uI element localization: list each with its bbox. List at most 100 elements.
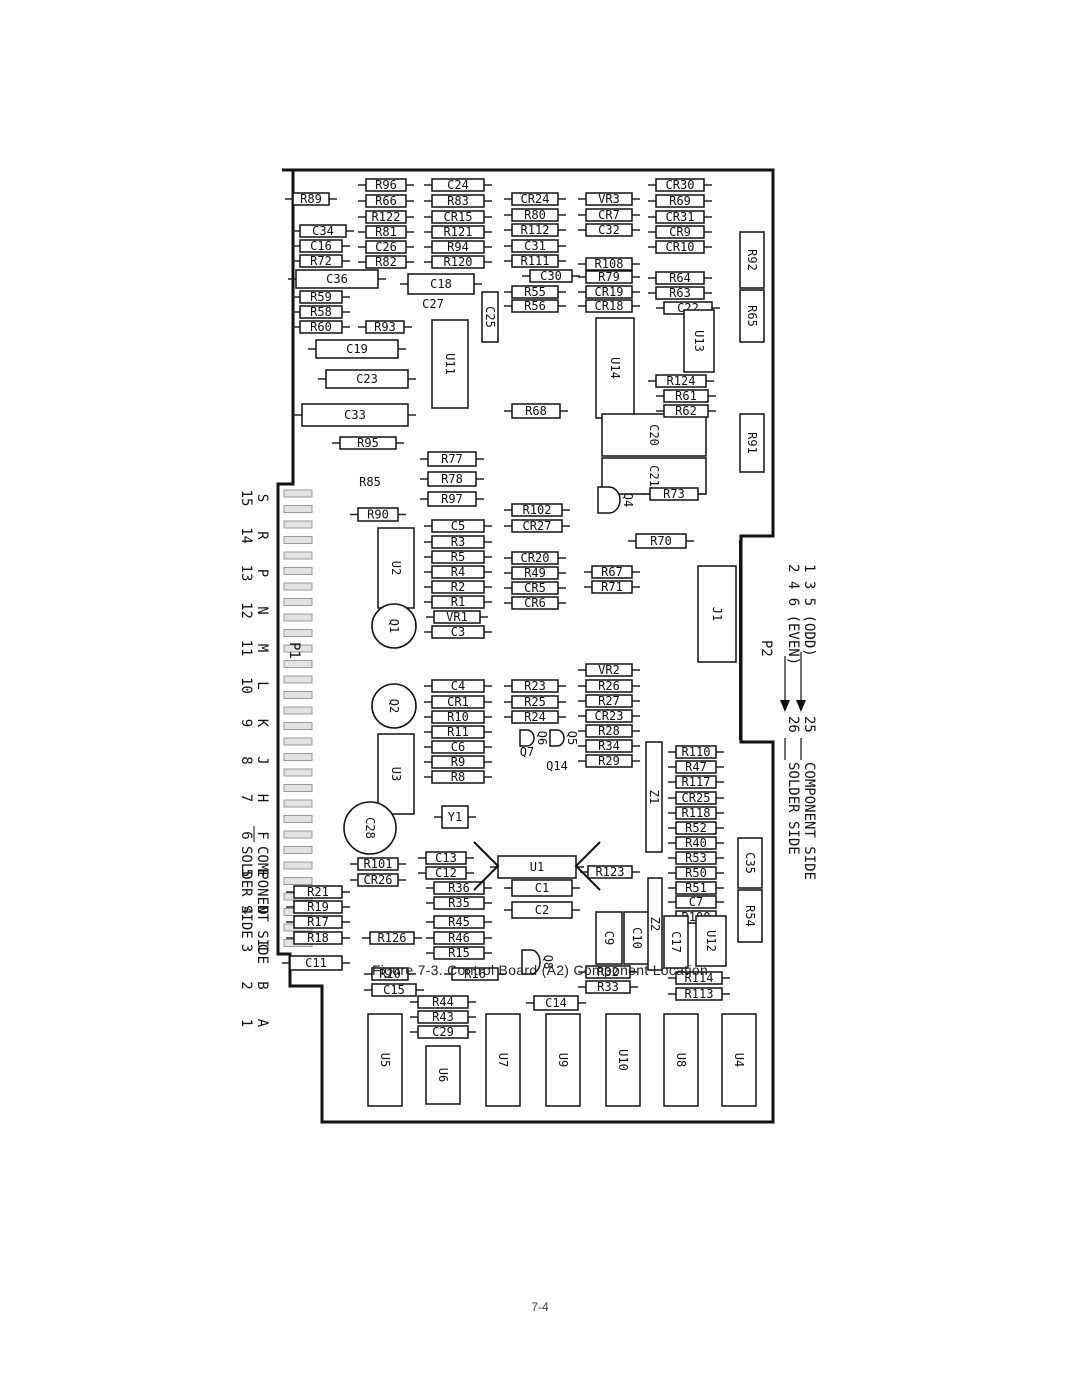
svg-text:R27: R27	[598, 694, 620, 708]
svg-text:R123: R123	[596, 865, 625, 879]
edge-letter-label: E	[254, 869, 270, 877]
svg-text:R122: R122	[372, 210, 401, 224]
component-r85: R85	[359, 475, 381, 489]
svg-text:U12: U12	[704, 930, 718, 952]
component-c16: C16	[292, 239, 350, 253]
svg-text:R77: R77	[441, 452, 463, 466]
component-r59: R59	[292, 290, 350, 304]
component-r90: R90	[350, 507, 406, 522]
svg-text:C26: C26	[375, 240, 397, 254]
edge-finger	[283, 489, 313, 498]
svg-text:CR30: CR30	[666, 178, 695, 192]
svg-text:R9: R9	[451, 755, 465, 769]
component-r64: R64	[648, 271, 712, 285]
svg-text:U2: U2	[389, 561, 403, 575]
svg-text:R44: R44	[432, 995, 454, 1009]
svg-text:R56: R56	[524, 299, 546, 313]
component-q5: Q5	[549, 729, 579, 747]
component-c26: C26	[358, 240, 414, 254]
component-j1: J1	[697, 565, 737, 663]
edge-number-label: 4	[238, 906, 254, 914]
svg-text:U1: U1	[530, 860, 544, 874]
component-r120: R120	[424, 255, 492, 269]
svg-text:R110: R110	[682, 745, 711, 759]
svg-text:C34: C34	[312, 224, 334, 238]
svg-text:R69: R69	[669, 194, 691, 208]
component-u7: U7	[485, 1013, 521, 1107]
component-r1: R1	[424, 595, 492, 609]
svg-text:Q5: Q5	[565, 731, 579, 745]
component-vr3: VR3	[578, 192, 640, 206]
svg-text:R124: R124	[667, 374, 696, 388]
edge-finger	[283, 536, 313, 544]
edge-finger	[283, 675, 313, 684]
component-r112: R112	[504, 223, 566, 237]
edge-finger	[283, 753, 313, 761]
component-r71: R71	[584, 580, 640, 594]
edge-number-label: 9	[238, 719, 254, 727]
svg-text:R36: R36	[448, 881, 470, 895]
svg-text:R59: R59	[310, 290, 332, 304]
component-u3: U3	[377, 733, 415, 815]
component-c30: C30	[522, 269, 580, 283]
component-r28: R28	[578, 724, 640, 738]
svg-text:R50: R50	[685, 866, 707, 880]
component-c7: C7	[668, 895, 724, 909]
component-cr1: CR1	[424, 695, 492, 709]
edge-number-label: 14	[238, 527, 254, 544]
component-r96: R96	[358, 178, 414, 192]
component-q7: Q7	[520, 745, 534, 759]
component-r97: R97	[420, 491, 484, 507]
svg-text:C9: C9	[602, 931, 616, 945]
component-c6: C6	[424, 740, 492, 754]
component-r17: R17	[286, 915, 350, 929]
svg-text:Q4: Q4	[621, 493, 635, 507]
component-cr31: CR31	[648, 210, 712, 224]
svg-text:Z2: Z2	[648, 917, 662, 931]
component-r36: R36	[426, 881, 492, 895]
svg-text:R5: R5	[451, 550, 465, 564]
svg-text:C10: C10	[630, 927, 644, 949]
edge-finger	[283, 691, 313, 699]
component-q14: Q14	[546, 759, 568, 773]
svg-text:Z1: Z1	[647, 790, 661, 804]
component-vr1: VR1	[426, 610, 488, 624]
board-outline	[276, 168, 775, 1124]
svg-text:CR9: CR9	[669, 225, 691, 239]
component-r60: R60	[292, 320, 350, 334]
component-r102: R102	[504, 503, 570, 517]
component-r111: R111	[504, 254, 566, 268]
component-c5: C5	[424, 519, 492, 533]
component-r58: R58	[292, 305, 350, 319]
component-r95: R95	[332, 436, 404, 450]
edge-finger	[283, 737, 313, 746]
edge-finger	[283, 799, 313, 808]
component-c1: C1	[504, 879, 580, 897]
svg-text:R20: R20	[379, 967, 401, 981]
component-r82: R82	[358, 255, 414, 269]
svg-text:R91: R91	[745, 432, 759, 454]
component-c28: C28	[343, 801, 397, 855]
component-cr6: CR6	[504, 596, 566, 610]
svg-text:R67: R67	[601, 565, 623, 579]
svg-text:C16: C16	[310, 239, 332, 253]
component-u1: U1	[490, 855, 584, 879]
edge-finger	[283, 582, 313, 591]
svg-text:R83: R83	[447, 194, 469, 208]
component-u13: U13	[683, 309, 715, 373]
svg-text:U8: U8	[674, 1053, 688, 1067]
component-cr7: CR7	[578, 208, 640, 222]
component-r122: R122	[358, 210, 414, 224]
svg-text:CR10: CR10	[666, 240, 695, 254]
svg-text:U9: U9	[556, 1053, 570, 1067]
component-r35: R35	[426, 896, 492, 910]
edge-finger	[283, 815, 313, 823]
svg-text:C18: C18	[430, 277, 452, 291]
svg-text:CR5: CR5	[524, 581, 546, 595]
component-r81: R81	[358, 225, 414, 239]
component-z1: Z1	[645, 741, 663, 853]
p2-pin-25-label: 25	[801, 716, 817, 733]
component-r24: R24	[504, 710, 566, 724]
svg-text:R28: R28	[598, 724, 620, 738]
